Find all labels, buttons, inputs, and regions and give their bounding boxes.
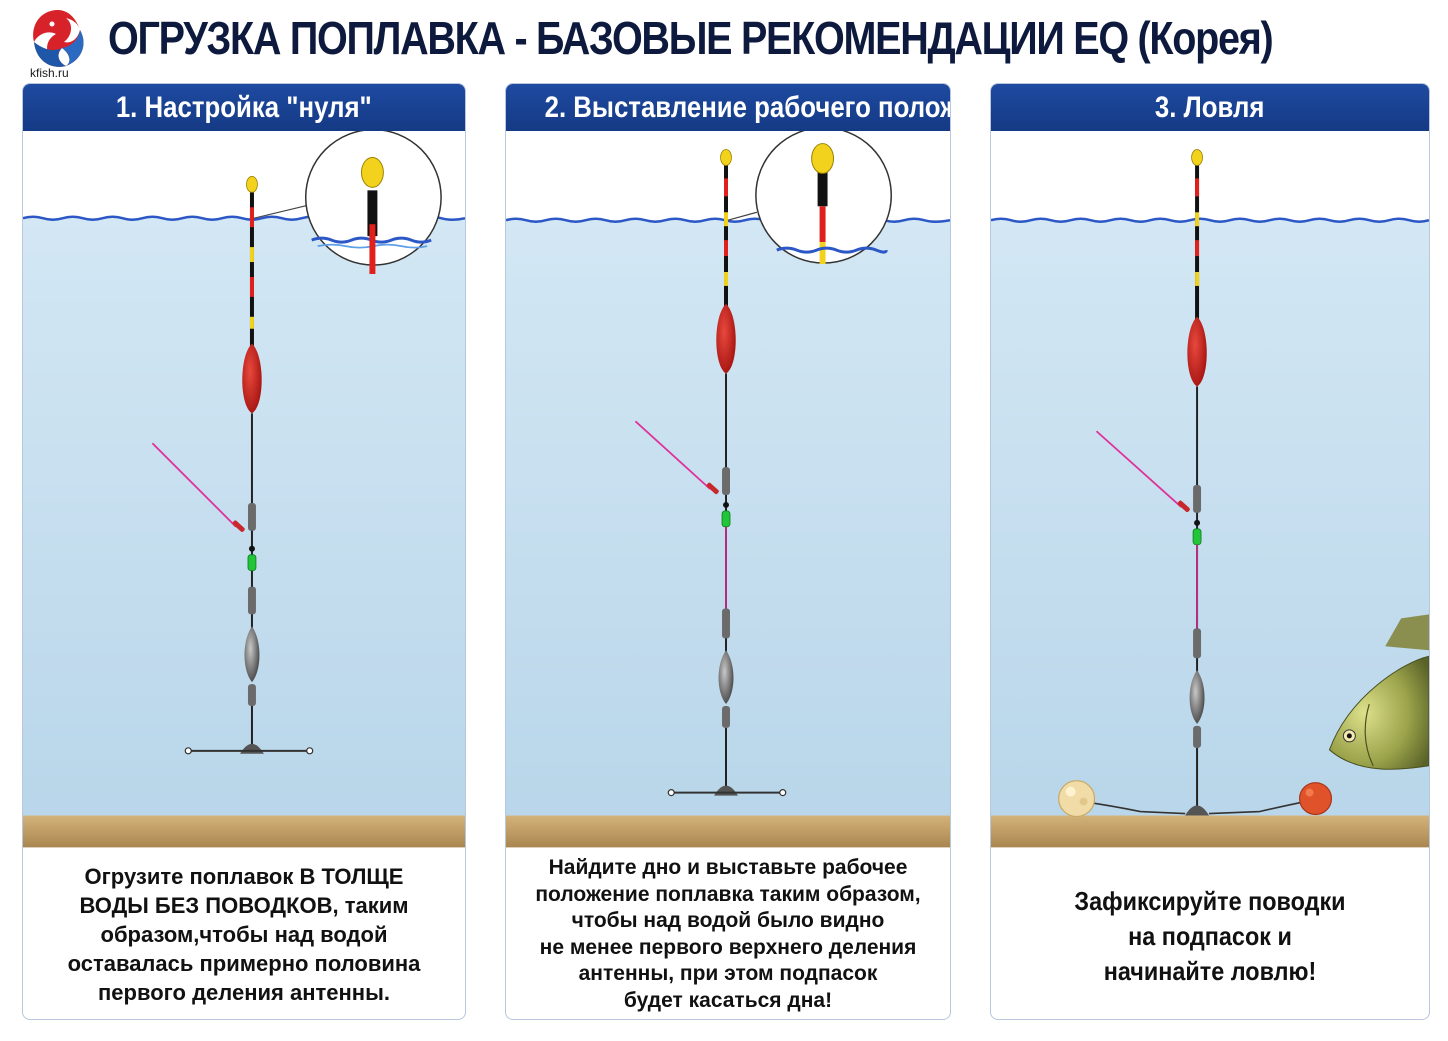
page-title: ОГРУЗКА ПОПЛАВКА - БАЗОВЫЕ РЕКОМЕНДАЦИИ … [108, 12, 1274, 64]
crucian-fish [1328, 614, 1429, 770]
water-surface-line [991, 217, 1429, 223]
float [151, 176, 314, 755]
desc-line: Зафиксируйте поводки [1074, 886, 1346, 916]
logo-text: kfish.ru [30, 66, 69, 80]
desc-line: образом,чтобы над водой [100, 922, 388, 947]
panel-header: 3. Ловля [991, 84, 1429, 131]
float [1082, 149, 1306, 816]
bait-ball-left [1058, 780, 1096, 818]
panel-zero-setup: 1. Настройка "нуля" [22, 83, 466, 1020]
desc-line: оставалась примерно половина [67, 951, 421, 976]
desc-line: будет касаться дна! [623, 988, 833, 1012]
panel-fishing: 3. Ловля [990, 83, 1430, 1020]
desc-line: первого деления антенны. [98, 980, 390, 1005]
panel-description: Огрузите поплавок В ТОЛЩЕ ВОДЫ БЕЗ ПОВОД… [27, 862, 461, 1007]
panel-header: 1. Настройка "нуля" [23, 84, 465, 131]
panel-title: 3. Ловля [1155, 91, 1265, 124]
desc-line: ВОДЫ БЕЗ ПОВОДКОВ, таким [79, 893, 409, 918]
panel-description: Зафиксируйте поводки на подпасок и начин… [1017, 884, 1404, 989]
panel-header: 2. Выставление рабочего положения [506, 84, 950, 131]
panel-title: 1. Настройка "нуля" [116, 91, 372, 124]
antenna-zoom-circle [727, 131, 892, 265]
desc-line: Огрузите поплавок В ТОЛЩЕ [84, 864, 404, 889]
water-area [23, 218, 465, 816]
float [634, 149, 787, 797]
desc-line: положение поплавка таким образом, [535, 882, 921, 906]
desc-line: начинайте ловлю! [1103, 956, 1317, 986]
sand-bottom [23, 815, 465, 848]
kfish-logo-icon [33, 10, 84, 67]
panel-title: 2. Выставление рабочего положения [544, 91, 950, 124]
desc-line: чтобы над водой было видно [571, 909, 885, 932]
desc-line: на подпасок и [1128, 921, 1292, 951]
sand-bottom [991, 815, 1429, 848]
panel-working-position: 2. Выставление рабочего положения [505, 83, 951, 1020]
desc-line: не менее первого верхнего деления [539, 935, 917, 959]
fishing-illustration [991, 149, 1429, 848]
sand-bottom [506, 815, 950, 848]
panel-description: Найдите дно и выставьте рабочее положени… [510, 855, 946, 1014]
desc-line: Найдите дно и выставьте рабочее [548, 856, 908, 879]
desc-line: антенны, при этом подпасок [578, 962, 878, 985]
antenna-zoom-circle [253, 131, 442, 274]
working-position-illustration [506, 131, 950, 848]
bait-ball-right [1298, 782, 1333, 816]
zero-setup-illustration [23, 131, 465, 848]
